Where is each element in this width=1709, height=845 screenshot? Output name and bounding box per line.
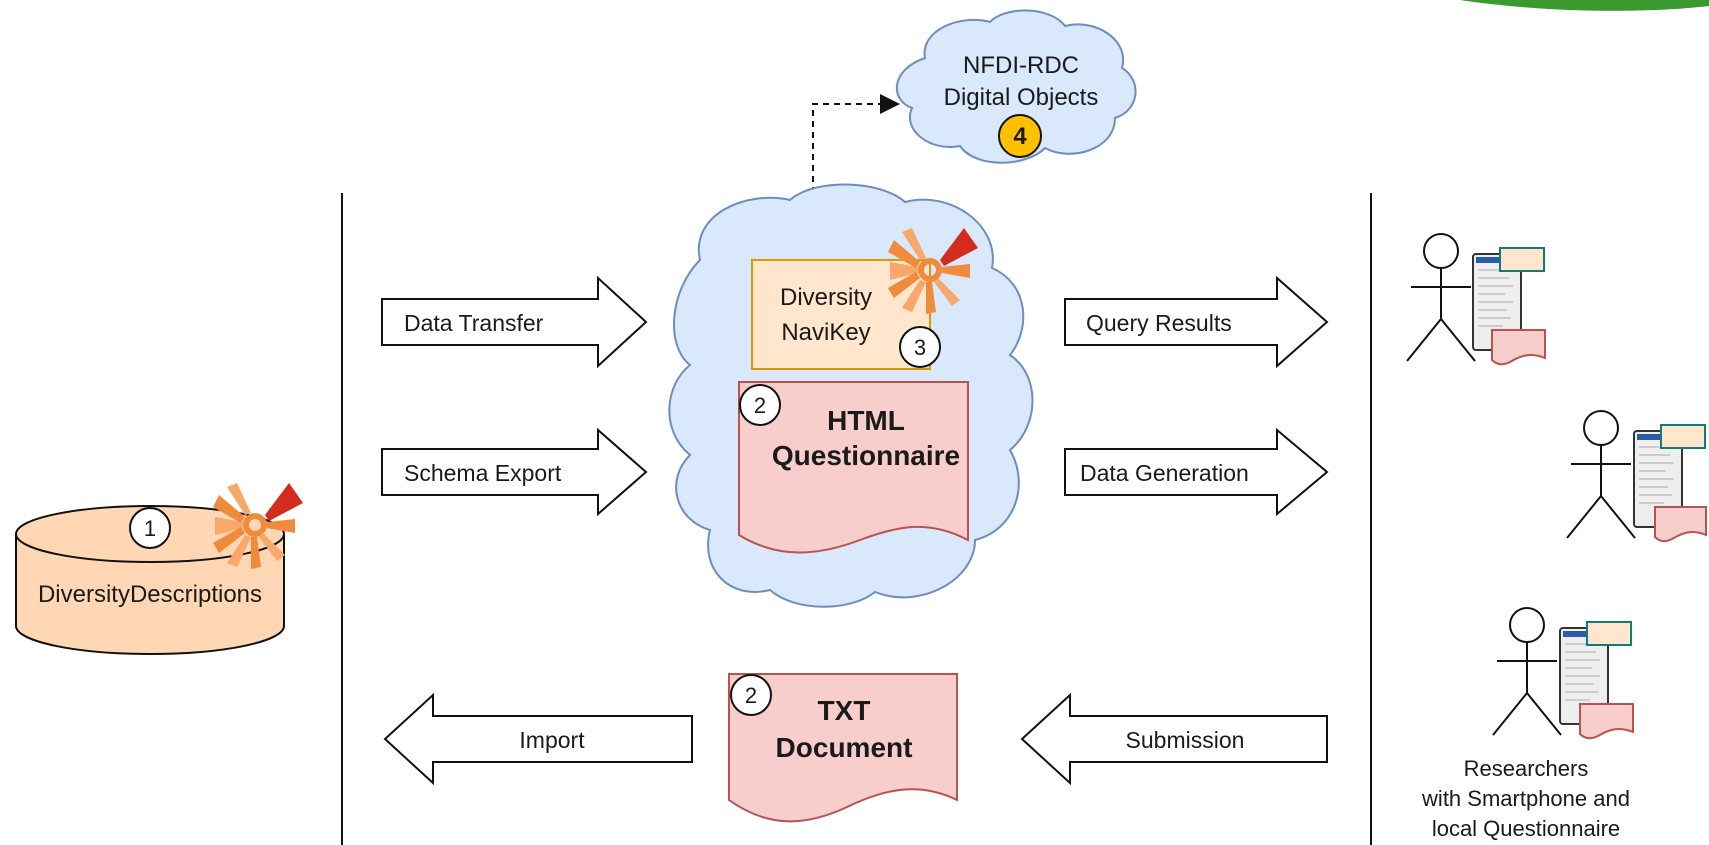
- html-questionnaire-doc: HTML Questionnaire 2: [738, 381, 969, 554]
- data-generation-arrow: Data Generation: [1064, 427, 1329, 517]
- data-generation-label: Data Generation: [1080, 460, 1249, 486]
- questionnaire-mini-doc-1: [1491, 329, 1546, 366]
- researcher-3: [1492, 607, 1634, 740]
- nfdi-rdc-line1: NFDI-RDC: [963, 52, 1079, 79]
- navikey-line2: NaviKey: [781, 319, 870, 346]
- submission-arrow: Submission: [1020, 692, 1328, 786]
- nfdi-rdc-line2: Digital Objects: [944, 84, 1099, 111]
- schema-export-arrow: Schema Export: [381, 427, 648, 517]
- questionnaire-mini-doc-3: [1579, 703, 1634, 740]
- txt-document-line1: TXT: [818, 695, 871, 726]
- html-questionnaire-line1: HTML: [827, 405, 905, 436]
- import-label: Import: [519, 727, 585, 753]
- txt-document: TXT Document 2: [728, 673, 958, 823]
- navikey-mini-box-3: [1586, 621, 1632, 646]
- import-arrow: Import: [383, 692, 693, 786]
- badge-2-html-label: 2: [754, 393, 766, 418]
- data-transfer-label: Data Transfer: [404, 310, 544, 336]
- badge-3-label: 3: [914, 335, 926, 360]
- badge-4: [998, 114, 1042, 158]
- badge-1: [129, 507, 171, 549]
- green-corner-shape: [1460, 0, 1709, 11]
- txt-document-line2: Document: [776, 732, 913, 763]
- diversity-descriptions-database: DiversityDescriptions 1: [15, 483, 303, 655]
- researchers-caption-line3: local Questionnaire: [1432, 816, 1620, 841]
- person-icon-3: [1492, 607, 1562, 736]
- researcher-2: [1566, 410, 1707, 543]
- navikey-line1: Diversity: [780, 284, 872, 311]
- query-results-label: Query Results: [1086, 310, 1232, 336]
- schema-export-label: Schema Export: [404, 460, 562, 486]
- navikey-mini-box-2: [1660, 424, 1706, 449]
- questionnaire-mini-doc-2: [1654, 506, 1707, 543]
- navikey-mini-box-1: [1499, 247, 1545, 272]
- badge-4-label: 4: [1013, 123, 1027, 150]
- badge-2-txt: [730, 674, 772, 716]
- data-transfer-arrow: Data Transfer: [381, 275, 648, 369]
- nfdi-rdc-cloud: NFDI-RDC Digital Objects 4: [895, 9, 1137, 164]
- badge-2-html: [739, 384, 781, 426]
- badge-1-label: 1: [144, 516, 156, 541]
- badge-3: [899, 326, 941, 368]
- html-questionnaire-line2: Questionnaire: [772, 440, 960, 471]
- researchers-caption-line1: Researchers: [1464, 756, 1589, 781]
- researcher-1: [1406, 233, 1546, 366]
- badge-2-txt-label: 2: [745, 683, 757, 708]
- dashed-connector-arrow: [812, 94, 900, 193]
- query-results-arrow: Query Results: [1064, 275, 1329, 369]
- person-icon-2: [1566, 410, 1636, 539]
- person-icon-1: [1406, 233, 1476, 362]
- submission-label: Submission: [1126, 727, 1245, 753]
- researchers-caption: Researchers with Smartphone and local Qu…: [1421, 756, 1630, 841]
- researchers-caption-line2: with Smartphone and: [1421, 786, 1630, 811]
- database-label: DiversityDescriptions: [38, 581, 262, 608]
- navikey-box: Diversity NaviKey 3: [751, 228, 978, 370]
